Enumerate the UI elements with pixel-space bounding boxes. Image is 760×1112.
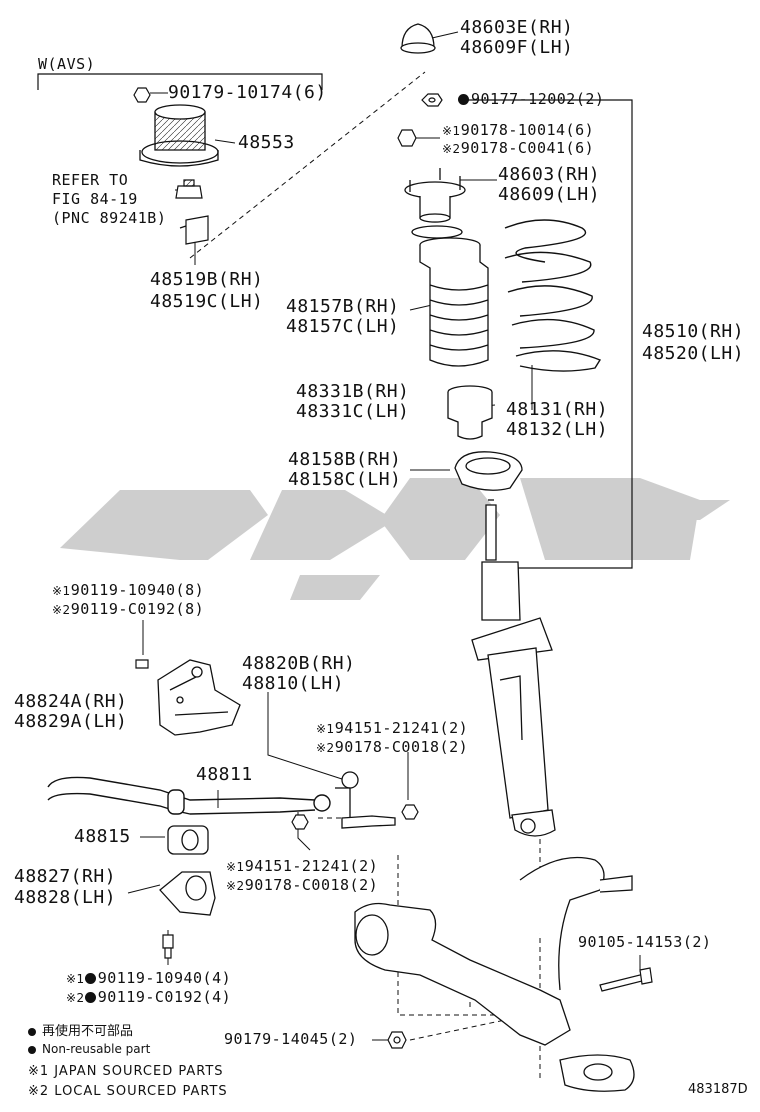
shock-absorber-48510	[471, 499, 556, 837]
part-label-48331c: 48331C(LH)	[296, 401, 410, 422]
nut-90178	[397, 129, 417, 147]
part-label-90105-14153: 90105-14153(2)	[578, 933, 712, 951]
non-reusable-dot-icon	[84, 973, 96, 984]
nut-90179-top	[133, 87, 151, 103]
legend-non-reusable-jp: 再使用不可部品	[28, 1024, 133, 1039]
refer-note-line-3: (PNC 89241B)	[52, 209, 167, 227]
refer-note-line-1: REFER TO	[52, 171, 129, 189]
part-label-48603: 48603(RH)	[498, 164, 601, 185]
part-label-48131: 48131(RH)	[506, 399, 609, 420]
coil-spring-48131	[504, 219, 602, 372]
spring-seat-48158	[454, 451, 523, 491]
part-label-48519b: 48519B(RH)	[150, 269, 264, 290]
part-label-94151-upper: ※194151-21241(2)	[316, 719, 469, 737]
part-label-90178-c0041: ※290178-C0041(6)	[442, 139, 595, 157]
connector-48519	[175, 179, 209, 245]
part-label-48520: 48520(LH)	[642, 343, 745, 364]
bracket-48827	[159, 871, 216, 916]
bolt-90105	[599, 967, 653, 992]
part-label-48553: 48553	[238, 132, 295, 153]
legend-japan-sourced: ※1 JAPAN SOURCED PARTS	[28, 1064, 224, 1079]
upper-support-48603	[404, 168, 466, 239]
stabilizer-link-48820	[335, 771, 396, 829]
stabilizer-bar-48811	[47, 776, 331, 815]
watermark-logo	[60, 478, 730, 600]
part-label-48510: 48510(RH)	[642, 321, 745, 342]
part-label-90119-10940-8: ※190119-10940(8)	[52, 581, 205, 599]
part-label-48820b: 48820B(RH)	[242, 653, 356, 674]
bolt-90119-lower	[162, 934, 174, 959]
nut-stabilizer-link	[291, 804, 419, 830]
avs-bracket	[37, 73, 323, 90]
part-label-48157b: 48157B(RH)	[286, 296, 400, 317]
nut-90177	[421, 93, 443, 107]
part-label-48815: 48815	[74, 826, 131, 847]
figure-id: 483187D	[688, 1082, 748, 1097]
steering-knuckle	[354, 856, 635, 1092]
legend-non-reusable-en: Non-reusable part	[28, 1042, 150, 1057]
part-label-48331b: 48331B(RH)	[296, 381, 410, 402]
part-label-94151-lower: ※194151-21241(2)	[226, 857, 379, 875]
part-label-48519c: 48519C(LH)	[150, 291, 264, 312]
part-label-48609: 48609(LH)	[498, 184, 601, 205]
strut-assembly-bracket	[462, 99, 633, 569]
part-label-48609f: 48609F(LH)	[460, 37, 574, 58]
non-reusable-dot-icon	[28, 1028, 36, 1036]
dust-boot-48157	[419, 237, 489, 367]
part-label-48827: 48827(RH)	[14, 866, 117, 887]
avs-actuator-48553	[139, 104, 219, 167]
bump-stopper-48331	[447, 385, 493, 440]
part-label-48828: 48828(LH)	[14, 887, 117, 908]
part-label-48810: 48810(LH)	[242, 673, 345, 694]
non-reusable-dot-icon	[28, 1046, 36, 1054]
part-label-48603e: 48603E(RH)	[460, 17, 574, 38]
legend-local-sourced: ※2 LOCAL SOURCED PARTS	[28, 1084, 228, 1099]
non-reusable-dot-icon	[458, 94, 469, 105]
part-label-90177-12002: 90177-12002(2)	[458, 91, 604, 108]
part-label-90179-10174: 90179-10174(6)	[168, 82, 327, 103]
part-label-90119-c0192-8: ※290119-C0192(8)	[52, 600, 205, 618]
variant-label-w-avs: W(AVS)	[38, 55, 96, 73]
part-label-48824a: 48824A(RH)	[14, 691, 128, 712]
part-label-48157c: 48157C(LH)	[286, 316, 400, 337]
nut-90179-14045	[387, 1031, 407, 1049]
part-label-48829a: 48829A(LH)	[14, 711, 128, 732]
upper-insulator-48603e	[400, 23, 436, 54]
bushing-48815	[167, 825, 209, 855]
part-label-90178-c0018-lower: ※290178-C0018(2)	[226, 876, 379, 894]
refer-note-line-2: FIG 84-19	[52, 190, 138, 208]
bolt-90119-upper	[135, 659, 149, 669]
part-label-48132: 48132(LH)	[506, 419, 609, 440]
part-label-90178-10014: ※190178-10014(6)	[442, 121, 595, 139]
non-reusable-dot-icon	[84, 992, 96, 1003]
bracket-48824	[157, 659, 241, 736]
part-label-48158b: 48158B(RH)	[288, 449, 402, 470]
part-label-48811: 48811	[196, 764, 253, 785]
part-label-90179-14045: 90179-14045(2)	[224, 1030, 358, 1048]
part-label-90178-c0018-upper: ※290178-C0018(2)	[316, 738, 469, 756]
part-label-48158c: 48158C(LH)	[288, 469, 402, 490]
